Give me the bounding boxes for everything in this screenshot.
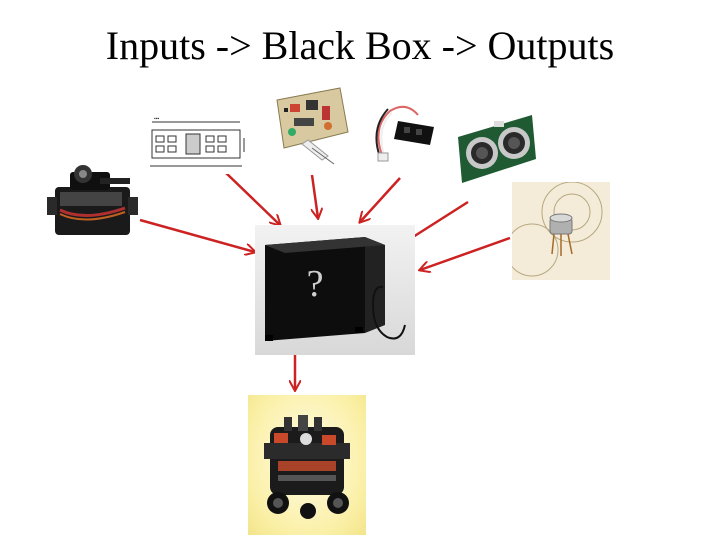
black-box-question-mark: ? — [306, 263, 324, 305]
transistor-sensor-image — [512, 182, 610, 280]
arrow-servo — [139, 218, 255, 252]
arrow-schematic — [224, 171, 280, 225]
black-box-image — [255, 225, 415, 355]
circuit-schematic-image: ▪▪▪ — [140, 112, 248, 174]
circuit-schematic-icon: ▪▪▪ — [150, 116, 245, 167]
ultrasonic-sensor-icon — [458, 115, 536, 183]
transistor-sensor-icon — [512, 182, 603, 277]
ir-sensor-icon — [375, 105, 434, 162]
arrow-transistor — [420, 236, 511, 270]
ultrasonic-sensor-image — [452, 107, 538, 189]
arrow-circuit-board — [312, 174, 318, 218]
circuit-board-icon — [276, 87, 349, 165]
servo-motor-icon — [47, 165, 138, 235]
servo-motor-image — [45, 162, 140, 242]
robot-image — [248, 395, 366, 535]
ir-sensor-image — [370, 97, 442, 167]
svg-text:▪▪▪: ▪▪▪ — [154, 116, 160, 122]
slide-title: Inputs -> Black Box -> Outputs — [105, 23, 615, 68]
black-box-icon — [265, 237, 406, 341]
circuit-board-image — [262, 82, 352, 167]
arrow-ir-sensor — [360, 177, 401, 222]
robot-icon — [264, 415, 350, 519]
